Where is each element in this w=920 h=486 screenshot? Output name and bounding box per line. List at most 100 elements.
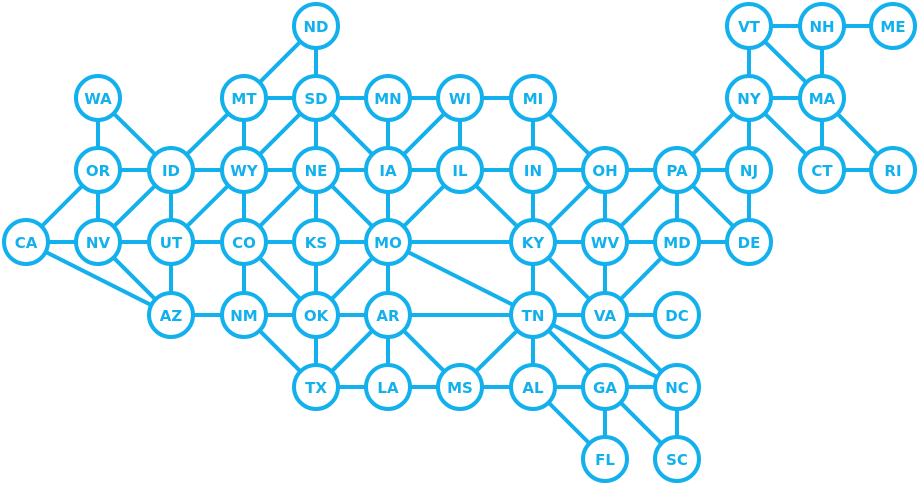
node-label: WA	[84, 90, 112, 108]
node-circle	[653, 435, 701, 483]
node-label: SD	[304, 90, 327, 108]
edge-ca-az	[24, 240, 173, 317]
node-circle	[147, 218, 195, 266]
node-circle	[581, 363, 629, 411]
node-label: AL	[522, 379, 544, 397]
node-circle	[581, 291, 629, 339]
node-ne: NE	[292, 146, 340, 194]
node-label: TN	[522, 307, 545, 325]
node-nm: NM	[220, 291, 268, 339]
node-circle	[581, 435, 629, 483]
node-circle	[869, 146, 917, 194]
node-circle	[436, 363, 484, 411]
node-circle	[2, 218, 50, 266]
node-circle	[292, 146, 340, 194]
node-label: LA	[377, 379, 399, 397]
node-circle	[581, 218, 629, 266]
node-nc: NC	[653, 363, 701, 411]
node-circle	[364, 363, 412, 411]
node-label: OH	[592, 162, 617, 180]
node-label: AZ	[160, 307, 183, 325]
node-label: ID	[162, 162, 180, 180]
node-circle	[509, 146, 557, 194]
node-label: NC	[665, 379, 689, 397]
node-label: MO	[374, 234, 402, 252]
node-circle	[798, 2, 846, 50]
node-mn: MN	[364, 74, 412, 122]
node-circle	[725, 2, 773, 50]
node-ca: CA	[2, 218, 50, 266]
node-label: DC	[665, 307, 688, 325]
node-dc: DC	[653, 291, 701, 339]
node-circle	[220, 291, 268, 339]
node-circle	[436, 74, 484, 122]
node-label: TX	[305, 379, 327, 397]
node-circle	[653, 146, 701, 194]
node-label: MI	[523, 90, 544, 108]
node-la: LA	[364, 363, 412, 411]
node-circle	[220, 146, 268, 194]
node-label: ME	[880, 18, 905, 36]
node-circle	[509, 291, 557, 339]
node-circle	[147, 146, 195, 194]
node-mo: MO	[364, 218, 412, 266]
node-ok: OK	[292, 291, 340, 339]
node-label: IL	[452, 162, 468, 180]
node-ut: UT	[147, 218, 195, 266]
node-circle	[581, 146, 629, 194]
node-label: IN	[524, 162, 542, 180]
node-nh: NH	[798, 2, 846, 50]
node-circle	[74, 146, 122, 194]
node-circle	[725, 218, 773, 266]
node-wa: WA	[74, 74, 122, 122]
node-label: NV	[86, 234, 111, 252]
node-az: AZ	[147, 291, 195, 339]
node-tx: TX	[292, 363, 340, 411]
node-nj: NJ	[725, 146, 773, 194]
node-label: OK	[304, 307, 330, 325]
node-va: VA	[581, 291, 629, 339]
node-circle	[798, 146, 846, 194]
node-circle	[74, 74, 122, 122]
node-label: ND	[303, 18, 328, 36]
node-ri: RI	[869, 146, 917, 194]
node-label: OR	[86, 162, 111, 180]
node-label: CT	[811, 162, 833, 180]
node-label: WI	[449, 90, 471, 108]
node-label: MS	[447, 379, 473, 397]
node-circle	[292, 218, 340, 266]
node-mt: MT	[220, 74, 268, 122]
node-circle	[220, 218, 268, 266]
node-circle	[292, 74, 340, 122]
node-ct: CT	[798, 146, 846, 194]
node-nd: ND	[292, 2, 340, 50]
node-ks: KS	[292, 218, 340, 266]
node-circle	[725, 146, 773, 194]
node-label: IA	[379, 162, 397, 180]
node-or: OR	[74, 146, 122, 194]
node-circle	[653, 218, 701, 266]
node-circle	[798, 74, 846, 122]
node-nv: NV	[74, 218, 122, 266]
node-de: DE	[725, 218, 773, 266]
node-label: MT	[231, 90, 257, 108]
node-circle	[292, 2, 340, 50]
node-circle	[147, 291, 195, 339]
node-circle	[74, 218, 122, 266]
node-label: RI	[884, 162, 901, 180]
node-circle	[292, 363, 340, 411]
node-label: NY	[737, 90, 762, 108]
node-circle	[220, 74, 268, 122]
node-label: VA	[594, 307, 617, 325]
node-ky: KY	[509, 218, 557, 266]
node-circle	[436, 146, 484, 194]
node-circle	[653, 363, 701, 411]
node-circle	[509, 218, 557, 266]
node-id: ID	[147, 146, 195, 194]
node-sd: SD	[292, 74, 340, 122]
node-label: DE	[738, 234, 761, 252]
node-circle	[292, 291, 340, 339]
node-mi: MI	[509, 74, 557, 122]
